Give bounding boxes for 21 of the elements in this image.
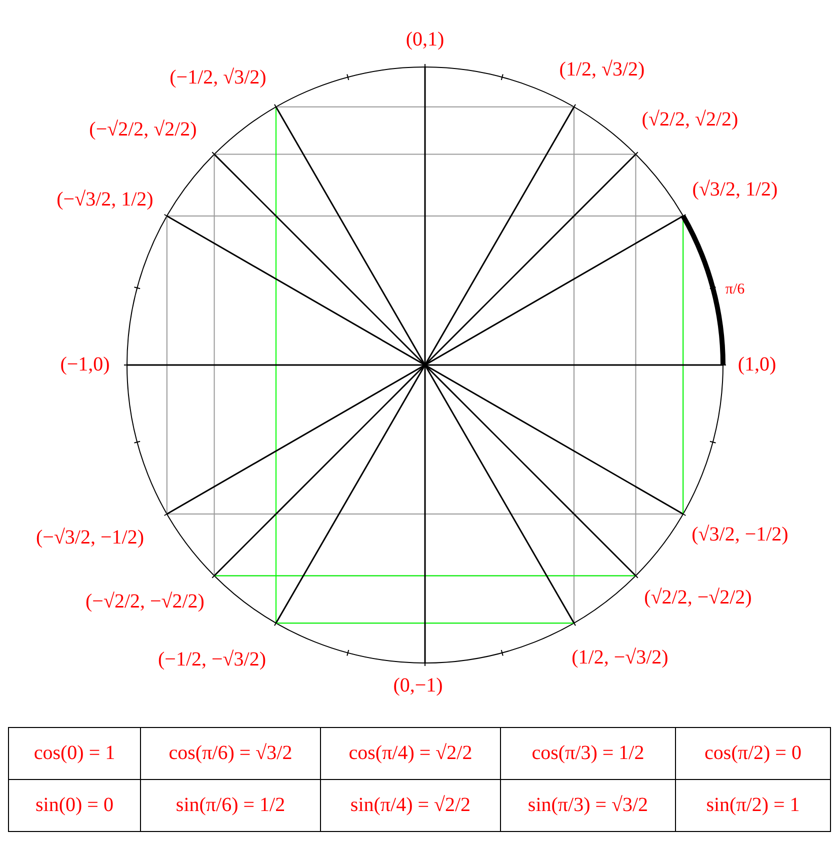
table-cell: sin(0) = 0 <box>8 779 141 832</box>
coordinate-label: (−1,0) <box>60 354 110 376</box>
coordinate-label: (1/2, −√3/2) <box>572 646 668 670</box>
coordinate-label: (−√2/2, √2/2) <box>89 118 197 142</box>
coordinate-label: (√3/2, −1/2) <box>692 524 788 546</box>
coordinate-label: (0,1) <box>406 28 444 52</box>
coordinate-label: (√3/2, 1/2) <box>692 178 778 202</box>
coordinate-label: (−√2/2, −√2/2) <box>86 590 204 614</box>
coordinate-label: (−√3/2, −1/2) <box>36 526 144 550</box>
table-cell: sin(π/2) = 1 <box>675 779 831 832</box>
coordinate-label: (1,0) <box>738 354 776 376</box>
coordinate-label: (0,−1) <box>393 674 443 698</box>
coordinate-label: (−1/2, √3/2) <box>170 66 266 90</box>
table-cell: cos(π/2) = 0 <box>675 727 831 780</box>
angle-label: π/6 <box>725 282 745 298</box>
coordinate-label: (√2/2, −√2/2) <box>644 586 752 610</box>
coordinate-label: (√2/2, √2/2) <box>642 108 738 132</box>
table-cell: cos(0) = 1 <box>8 727 141 780</box>
coordinate-label: (−1/2, −√3/2) <box>158 648 266 672</box>
coordinate-label: (1/2, √3/2) <box>559 58 645 82</box>
coordinate-label: (−√3/2, 1/2) <box>56 188 154 212</box>
